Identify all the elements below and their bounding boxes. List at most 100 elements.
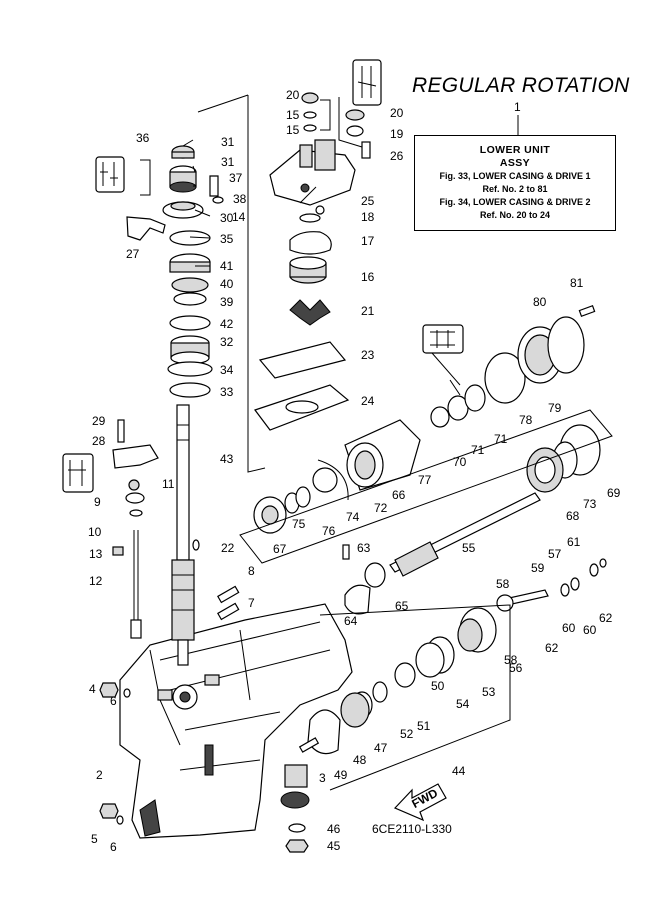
callout-number: 58 (504, 653, 518, 667)
callout-number: 49 (334, 768, 348, 782)
ref-number: 1 (514, 100, 521, 114)
callout-number: 33 (220, 385, 234, 399)
callout-number: 11 (162, 477, 175, 491)
callout-number: 36 (136, 131, 150, 145)
callout-number: 50 (431, 679, 445, 693)
water-pump-stack (254, 92, 371, 431)
ref-line-1: LOWER UNIT (479, 144, 551, 156)
drawing-code: 6CE2110-L330 (372, 822, 452, 836)
callout-number: 51 (417, 719, 431, 733)
callout-number: 64 (344, 614, 358, 628)
callout-number: 52 (400, 727, 414, 741)
callout-number: 24 (361, 394, 375, 408)
callout-number: 38 (233, 192, 247, 206)
callout-number: 7 (248, 596, 255, 610)
callout-number: 20 (390, 106, 404, 120)
callout-number: 60 (583, 623, 597, 637)
pinion-group (280, 764, 310, 853)
callout-number: 61 (567, 535, 581, 549)
callout-number: 73 (583, 497, 597, 511)
shift-rod-group (99, 419, 240, 825)
callout-number: 26 (390, 149, 404, 163)
propeller-shaft-group (342, 492, 607, 615)
callout-number: 17 (361, 234, 375, 248)
callout-number: 62 (545, 641, 559, 655)
callout-number: 81 (570, 276, 584, 290)
callout-number: 4 (89, 682, 96, 696)
ref-line-5: Fig. 34, LOWER CASING & DRIVE 2 (439, 197, 591, 207)
callout-number: 8 (248, 564, 255, 578)
callout-number: 56 (509, 661, 523, 675)
callout-number: 53 (482, 685, 496, 699)
callout-number: 6 (110, 840, 117, 854)
callout-number: 35 (220, 232, 234, 246)
callout-number: 37 (229, 171, 243, 185)
reference-box: LOWER UNIT ASSY Fig. 33, LOWER CASING & … (414, 135, 616, 231)
callout-number: 71 (471, 443, 485, 457)
callout-number: 80 (533, 295, 547, 309)
callout-number: 47 (374, 741, 388, 755)
callout-number: 74 (346, 510, 360, 524)
callout-number: 34 (220, 363, 234, 377)
callout-number: 9 (94, 495, 101, 509)
callout-number: 69 (607, 486, 621, 500)
callout-number: 22 (221, 541, 235, 555)
callout-number: 16 (361, 270, 375, 284)
callout-number: 77 (418, 473, 432, 487)
ref-line-6: Ref. No. 20 to 24 (479, 210, 551, 220)
callout-number: 10 (88, 525, 102, 539)
callout-number: 79 (548, 401, 562, 415)
drive-shaft-part (171, 404, 195, 666)
callout-number: 40 (220, 277, 234, 291)
gear-housing-group (253, 305, 601, 534)
callout-number: 71 (494, 432, 508, 446)
callout-number: 23 (361, 348, 375, 362)
callout-number: 30 (220, 211, 234, 225)
ref-line-3: Fig. 33, LOWER CASING & DRIVE 1 (439, 171, 591, 181)
ref-line-4: Ref. No. 2 to 81 (482, 184, 548, 194)
callout-number: 15 (286, 123, 300, 137)
callout-number: 67 (273, 542, 287, 556)
callout-number: 45 (327, 839, 341, 853)
leader-lines (140, 94, 613, 791)
callout-number: 43 (220, 452, 234, 466)
callout-number: 76 (322, 524, 336, 538)
callout-number: 66 (392, 488, 406, 502)
callout-number: 12 (89, 574, 103, 588)
callout-number: 78 (519, 413, 533, 427)
callout-number: 75 (292, 517, 306, 531)
callout-number: 60 (562, 621, 576, 635)
callout-number: 39 (220, 295, 234, 309)
callout-number: 42 (220, 317, 234, 331)
reverse-gear-group (298, 607, 497, 755)
detail-inset-icon (62, 59, 464, 493)
callout-number: 5 (91, 832, 98, 846)
callout-number: 6 (110, 694, 117, 708)
callout-number: 72 (374, 501, 388, 515)
callout-number: 44 (452, 764, 466, 778)
callout-number: 27 (126, 247, 140, 261)
callout-number: 59 (531, 561, 545, 575)
callout-number: 32 (220, 335, 234, 349)
callout-number: 15 (286, 108, 300, 122)
callout-number: 18 (361, 210, 375, 224)
callout-number: 14 (232, 210, 246, 224)
callout-number: 20 (286, 88, 300, 102)
callout-number: 2 (96, 768, 103, 782)
callout-number: 25 (361, 194, 375, 208)
callout-number: 54 (456, 697, 470, 711)
callout-number: 13 (89, 547, 103, 561)
callout-number: 68 (566, 509, 580, 523)
callout-number: 31 (221, 155, 235, 169)
callout-number: 63 (357, 541, 371, 555)
callout-number: 31 (221, 135, 235, 149)
callout-number: 19 (390, 127, 404, 141)
callout-number: 21 (361, 304, 375, 318)
callout-number: 70 (453, 455, 467, 469)
callout-number: 55 (462, 541, 476, 555)
callout-number: 29 (92, 414, 106, 428)
callout-number: 58 (496, 577, 510, 591)
